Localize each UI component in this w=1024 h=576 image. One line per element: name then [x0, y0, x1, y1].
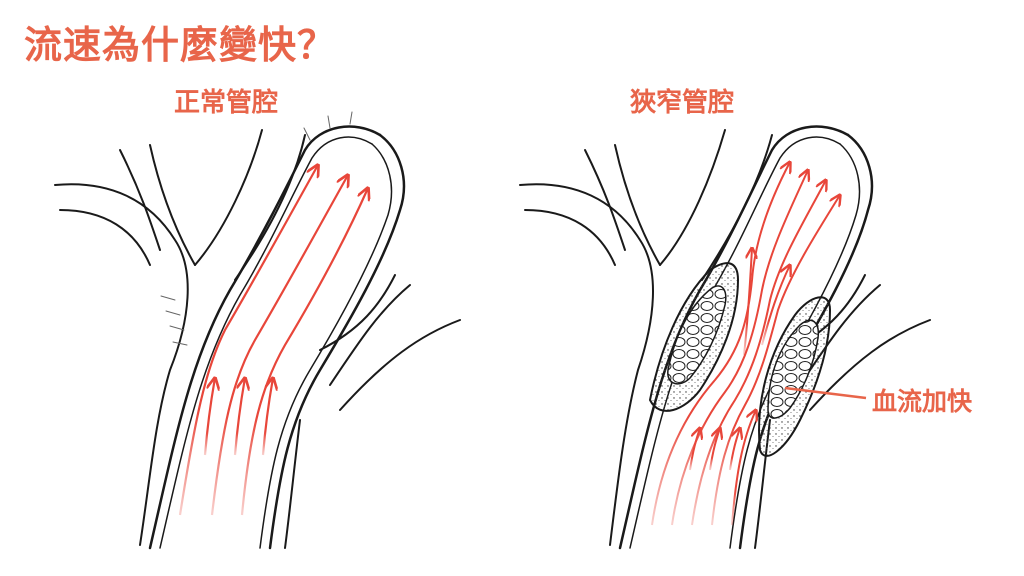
faster-flow-label: 血流加快 — [872, 387, 973, 416]
normal-flow-arrows — [178, 165, 368, 516]
callout-leader-line — [784, 386, 867, 400]
normal-vessel — [54, 111, 461, 550]
narrow-lumen-title: 狹窄管腔 — [630, 88, 735, 118]
narrow-flow-arrows — [651, 162, 840, 526]
plaque-left — [648, 262, 740, 412]
normal-lumen-title: 正常管腔 — [174, 88, 279, 118]
page-title: 流速為什麼變快？ — [24, 23, 337, 67]
plaque-right — [758, 296, 832, 457]
